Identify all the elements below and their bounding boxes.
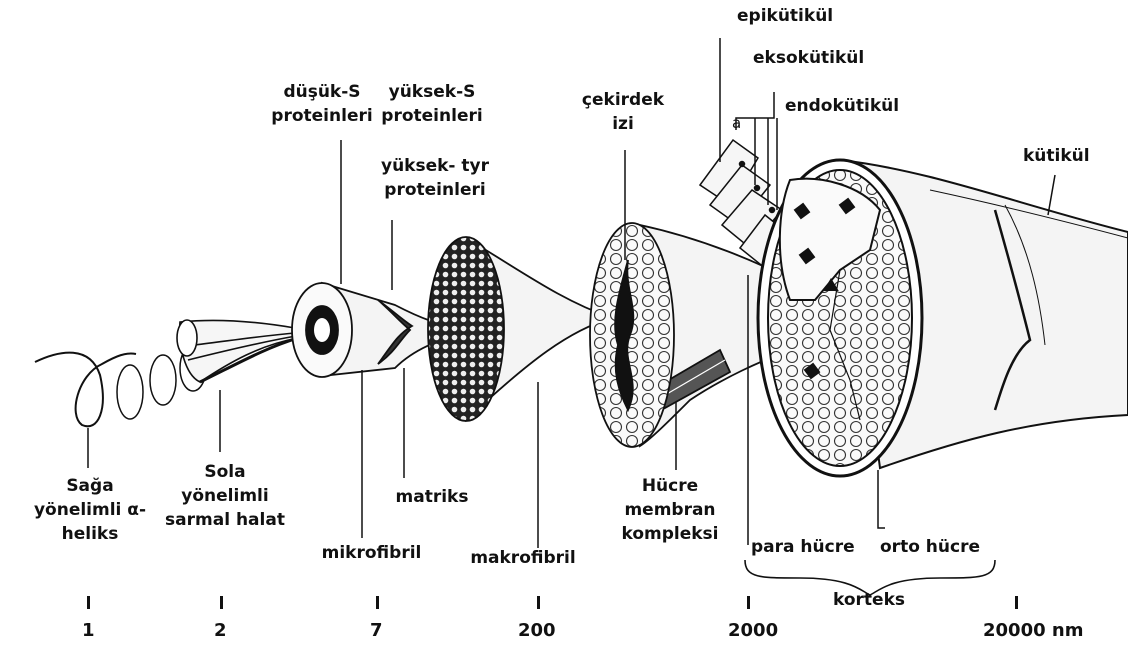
high-s-proteins-label: yüksek-S proteinleri	[372, 80, 492, 128]
scale-tick-5	[747, 596, 750, 609]
cortex-label: korteks	[833, 588, 905, 612]
alpha-helix-illustration	[35, 345, 206, 426]
high-tyr-proteins-label-line1: yüksek- tyr	[370, 154, 500, 178]
high-tyr-proteins-label-line2: proteinleri	[370, 178, 500, 202]
cell-membrane-complex-label-line2: membran	[600, 498, 740, 522]
epicuticle-label: epikütikül	[737, 4, 833, 28]
low-s-proteins-label-line2: proteinleri	[262, 104, 382, 128]
endocuticle-label: endokütikül	[785, 94, 899, 118]
cuticle-label: kütikül	[1023, 144, 1090, 168]
ortho-cell-label: orto hücre	[880, 535, 980, 559]
cell-membrane-complex-label: Hücre membran kompleksi	[600, 474, 740, 546]
scale-tick-4	[537, 596, 540, 609]
cell-membrane-complex-label-line1: Hücre	[600, 474, 740, 498]
coiled-coil-rope-illustration	[177, 320, 298, 382]
fibre-cross-section-illustration	[758, 160, 1128, 476]
cell-membrane-complex-label-line3: kompleksi	[600, 522, 740, 546]
macrofibril-illustration	[428, 237, 612, 421]
low-s-proteins-label-line1: düşük-S	[262, 80, 382, 104]
scale-value-2: 2	[214, 620, 227, 641]
a-marker: a	[732, 114, 741, 132]
high-tyr-proteins-label: yüksek- tyr proteinleri	[370, 154, 500, 202]
coiled-rope-label-line3: sarmal halat	[145, 508, 305, 532]
scale-tick-6	[1015, 596, 1018, 609]
scale-value-3: 7	[370, 620, 383, 641]
nuclear-remnant-label: çekirdek izi	[568, 88, 678, 136]
matrix-label: matriks	[382, 485, 482, 509]
scale-tick-2	[220, 596, 223, 609]
microfibril-label: mikrofibril	[314, 541, 429, 565]
para-cell-label: para hücre	[751, 535, 855, 559]
scale-value-6: 20000 nm	[983, 620, 1083, 641]
high-s-proteins-label-line2: proteinleri	[372, 104, 492, 128]
scale-tick-3	[376, 596, 379, 609]
scale-value-5: 2000	[728, 620, 778, 641]
high-s-proteins-label-line1: yüksek-S	[372, 80, 492, 104]
macrofibril-label: makrofibril	[458, 546, 588, 570]
exocuticle-label: eksokütikül	[753, 46, 864, 70]
low-s-proteins-label: düşük-S proteinleri	[262, 80, 382, 128]
scale-value-1: 1	[82, 620, 95, 641]
nuclear-remnant-label-line2: izi	[568, 112, 678, 136]
coiled-rope-label-line2: yönelimli	[145, 484, 305, 508]
nuclear-remnant-label-line1: çekirdek	[568, 88, 678, 112]
scale-value-4: 200	[518, 620, 556, 641]
scale-tick-1	[87, 596, 90, 609]
coiled-rope-label: Sola yönelimli sarmal halat	[145, 460, 305, 532]
coiled-rope-label-line1: Sola	[145, 460, 305, 484]
